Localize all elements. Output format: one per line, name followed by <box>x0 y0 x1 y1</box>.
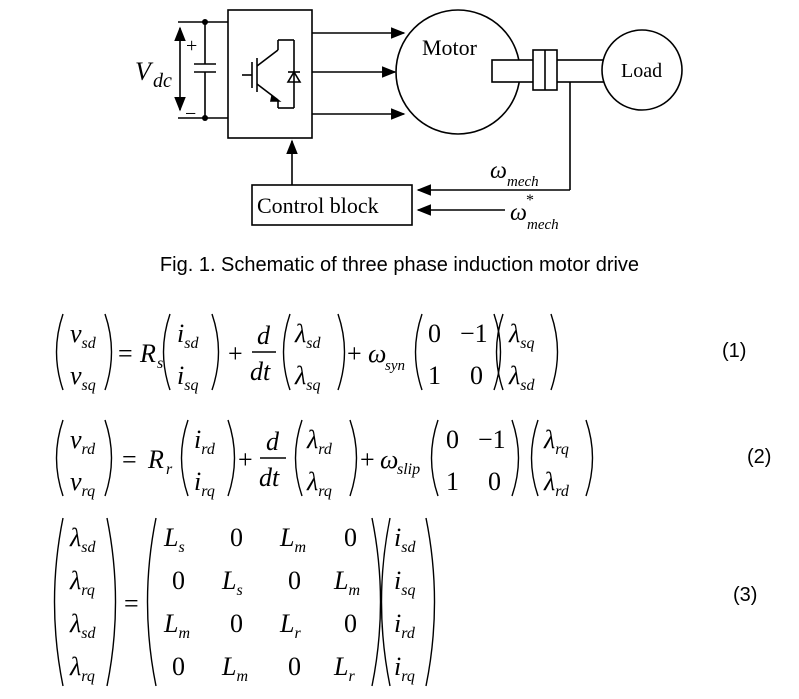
eq3-m-31: Lm <box>163 609 190 642</box>
eq3-m-12: 0 <box>230 523 243 552</box>
equation-2-svg: vrd vrq = R r ird irq + d dt λrd λrq + ω… <box>55 419 594 500</box>
eq2-plus-2: + <box>360 445 375 474</box>
equation-1: vsd vsq = R s isd isq + d dt λsd λsq + ω… <box>0 306 799 398</box>
eq3-rhs-1: isd <box>394 523 416 556</box>
eq2-current-bottom: irq <box>194 467 215 500</box>
eq1-rot-22: 0 <box>470 361 483 390</box>
eq1-rotvec-top: λsq <box>508 319 535 352</box>
equation-3: λsd λrq λsd λrq = Ls 0 Lm 0 0 Ls 0 Lm Lm… <box>0 512 799 692</box>
eq3-rhs-2: isq <box>394 566 415 599</box>
eq1-lhs-top: vsd <box>70 319 97 352</box>
eq2-lhs-top: vrd <box>70 425 96 458</box>
eq1-equals: = <box>118 339 133 368</box>
control-block-label: Control block <box>257 193 379 218</box>
eq2-derivative-den: dt <box>259 463 280 492</box>
node-dot-bottom <box>202 115 208 121</box>
omega-ref-subscript: mech <box>527 217 559 233</box>
eq2-equals: = <box>122 445 137 474</box>
eq1-plus-1: + <box>228 339 243 368</box>
eq3-lhs-1: λsd <box>69 523 96 556</box>
eq2-resistance-sub: r <box>166 461 173 478</box>
eq3-rhs-4: irq <box>394 652 415 685</box>
eq2-lhs-bottom: vrq <box>70 467 95 500</box>
load-label: Load <box>621 60 662 82</box>
minus-sign: − <box>185 103 196 125</box>
phase-lines <box>312 27 406 120</box>
eq1-derivative-num: d <box>257 321 271 350</box>
eq3-m-14: 0 <box>344 523 357 552</box>
eq1-resistance-sub: s <box>157 355 163 372</box>
equation-1-number: (1) <box>722 340 747 362</box>
eq3-m-21: 0 <box>172 566 185 595</box>
eq2-resistance: R <box>147 445 164 474</box>
figure-caption: Fig. 1. Schematic of three phase inducti… <box>159 254 640 276</box>
equation-1-svg: vsd vsq = R s isd isq + d dt λsd λsq + ω… <box>55 313 559 394</box>
eq2-rot-11: 0 <box>446 425 459 454</box>
eq3-equals: = <box>124 589 139 618</box>
eq2-derivative-num: d <box>266 427 280 456</box>
eq3-rhs-3: ird <box>394 609 416 642</box>
eq1-flux-bottom: λsq <box>294 361 321 394</box>
eq2-rotvec-top: λrq <box>543 425 569 458</box>
eq1-rot-11: 0 <box>428 319 441 348</box>
eq3-lhs-4: λrq <box>69 652 95 685</box>
eq2-rot-12: −1 <box>478 425 506 454</box>
omega-ref-star: * <box>526 192 534 209</box>
speed-feedback <box>416 82 571 216</box>
eq1-plus-2: + <box>347 339 362 368</box>
eq3-m-33: Lr <box>279 609 301 642</box>
eq3-m-44: Lr <box>333 652 355 685</box>
inverter-block <box>227 9 313 139</box>
eq3-m-42: Lm <box>221 652 248 685</box>
omega-mech-label: ω <box>490 158 507 184</box>
motor-label: Motor <box>422 35 478 60</box>
eq2-flux-top: λrd <box>306 425 333 458</box>
eq3-m-11: Ls <box>163 523 185 556</box>
load-circle <box>601 29 683 111</box>
eq1-current-bottom: isq <box>177 361 198 394</box>
eq3-m-32: 0 <box>230 609 243 638</box>
control-block-box <box>251 184 413 226</box>
eq3-m-22: Ls <box>221 566 243 599</box>
eq1-rot-21: 1 <box>428 361 441 390</box>
vdc-subscript: dc <box>153 70 172 92</box>
eq1-omega: ω <box>368 339 386 368</box>
igbt-icon <box>242 39 302 109</box>
eq2-rotvec-bottom: λrd <box>543 467 570 500</box>
eq3-m-24: Lm <box>333 566 360 599</box>
eq2-flux-bottom: λrq <box>306 467 332 500</box>
eq1-derivative-den: dt <box>250 357 271 386</box>
eq2-plus-1: + <box>238 445 253 474</box>
eq2-rot-22: 0 <box>488 467 501 496</box>
eq3-m-41: 0 <box>172 652 185 681</box>
eq1-rot-12: −1 <box>460 319 488 348</box>
equation-2-number: (2) <box>747 446 772 468</box>
node-dot-top <box>202 19 208 25</box>
eq2-omega-sub: slip <box>397 461 420 478</box>
eq1-flux-top: λsd <box>294 319 321 352</box>
omega-mech-subscript: mech <box>507 174 539 190</box>
eq1-rotvec-bottom: λsd <box>508 361 535 394</box>
eq1-resistance: R <box>139 339 156 368</box>
equation-2: vrd vrq = R r ird irq + d dt λrd λrq + ω… <box>0 412 799 504</box>
eq3-m-34: 0 <box>344 609 357 638</box>
equation-3-svg: λsd λrq λsd λrq = Ls 0 Lm 0 0 Ls 0 Lm Lm… <box>53 517 436 687</box>
vdc-label: V <box>135 57 154 86</box>
omega-ref-label: ω <box>510 200 527 226</box>
eq3-m-43: 0 <box>288 652 301 681</box>
schematic-svg: V dc + − Motor <box>135 9 683 233</box>
eq1-current-top: isd <box>177 319 199 352</box>
eq2-current-top: ird <box>194 425 216 458</box>
plus-sign: + <box>186 35 197 57</box>
eq1-omega-sub: syn <box>385 358 405 374</box>
equation-3-number: (3) <box>733 584 758 606</box>
drive-schematic: V dc + − Motor <box>0 0 799 240</box>
eq3-m-23: 0 <box>288 566 301 595</box>
eq2-rot-21: 1 <box>446 467 459 496</box>
eq3-m-13: Lm <box>279 523 306 556</box>
eq1-lhs-bottom: vsq <box>70 361 96 394</box>
eq3-lhs-2: λrq <box>69 566 95 599</box>
eq3-lhs-3: λsd <box>69 609 96 642</box>
eq2-omega: ω <box>380 445 398 474</box>
